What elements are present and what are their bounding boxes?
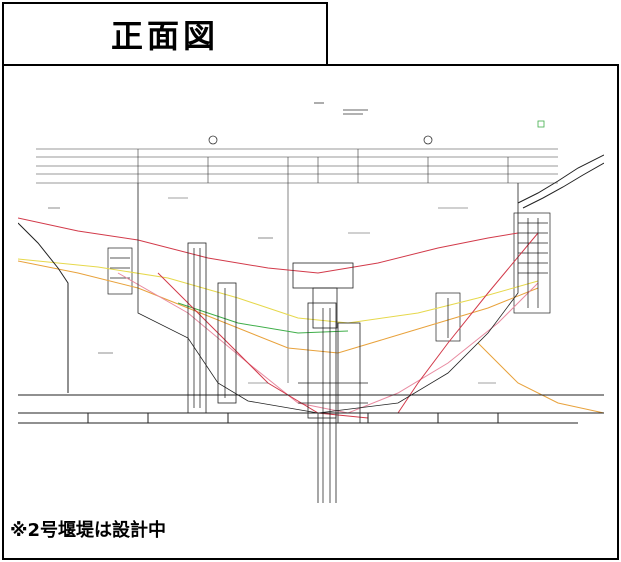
geologic-lines bbox=[18, 217, 604, 419]
design-note: ※2号堰堤は設計中 bbox=[10, 520, 167, 541]
page-title: 正面図 bbox=[110, 17, 219, 55]
section-markers bbox=[208, 135, 433, 145]
annotation-marks bbox=[48, 197, 496, 384]
dam-body bbox=[137, 183, 519, 503]
drawing-header-marks bbox=[314, 102, 545, 128]
title-tab: 正面図 bbox=[2, 2, 328, 64]
borehole-logs bbox=[193, 218, 539, 503]
valley-profile bbox=[18, 222, 604, 424]
top-dimension-lines bbox=[36, 148, 558, 383]
right-bank-line bbox=[517, 154, 604, 209]
drawing-panel: ※2号堰堤は設計中 bbox=[2, 64, 619, 560]
side-walls bbox=[107, 212, 551, 342]
front-elevation-drawing bbox=[18, 102, 604, 503]
